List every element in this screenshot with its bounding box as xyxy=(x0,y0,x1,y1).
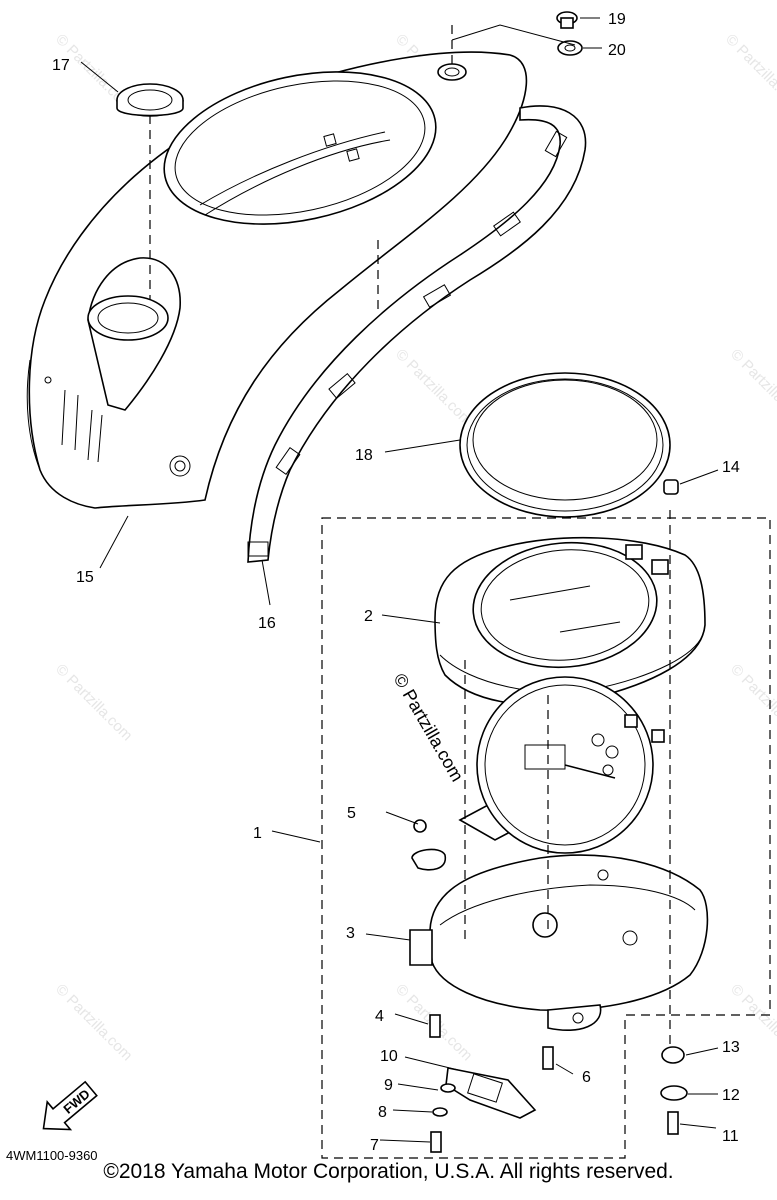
meter-cover-part xyxy=(26,51,528,509)
callout-label: 15 xyxy=(76,569,94,586)
grommet-14 xyxy=(663,479,679,495)
screw-11 xyxy=(667,1111,679,1135)
callout-label: 8 xyxy=(378,1104,387,1121)
screw-5 xyxy=(413,819,427,833)
alignment-lines xyxy=(149,24,671,1050)
watermark-tile: © Partzilla.com xyxy=(722,31,777,114)
fwd-arrow-icon: FWD xyxy=(42,1080,98,1131)
callout-label: 20 xyxy=(608,42,626,59)
diagram-code: 4WM1100-9360 xyxy=(6,1148,98,1163)
callout-label: 17 xyxy=(52,57,70,74)
bolt-19 xyxy=(556,11,578,29)
callout-label: 3 xyxy=(346,925,355,942)
callout-label: 11 xyxy=(722,1128,739,1145)
callout-label: 18 xyxy=(355,447,373,464)
grommet-17 xyxy=(116,83,184,117)
washer-12 xyxy=(660,1085,688,1101)
callout-label: 9 xyxy=(384,1077,393,1094)
grommet-13 xyxy=(661,1046,685,1064)
trim-strip-part xyxy=(247,105,587,563)
callout-label: 2 xyxy=(364,608,373,625)
callout-label: 5 xyxy=(347,805,356,822)
watermark-tile: © Partzilla.com xyxy=(52,981,135,1064)
ring-18 xyxy=(459,372,671,518)
meter-case-bottom xyxy=(409,854,709,1032)
callout-label: 12 xyxy=(722,1087,740,1104)
callouts: 1 2 3 4 5 6 7 8 9 10 11 12 13 14 15 16 1… xyxy=(52,11,740,1154)
callout-label: 7 xyxy=(370,1137,379,1154)
screw-6 xyxy=(542,1046,554,1070)
screw-4 xyxy=(429,1014,441,1038)
washer-8 xyxy=(432,1107,448,1117)
leader-lines xyxy=(80,17,719,1143)
assembly-1-box xyxy=(321,517,771,1159)
callout-label: 4 xyxy=(375,1008,384,1025)
callout-label: 10 xyxy=(380,1048,398,1065)
callout-label: 14 xyxy=(722,459,740,476)
watermark-tile: © Partzilla.com xyxy=(392,346,475,429)
clamp-part xyxy=(411,848,446,871)
callout-label: 6 xyxy=(582,1069,591,1086)
bracket-10 xyxy=(445,1067,537,1119)
meter-case-top xyxy=(434,536,706,706)
callout-label: 1 xyxy=(253,825,262,842)
washer-20 xyxy=(557,40,583,56)
washer-9 xyxy=(440,1083,456,1093)
gauge-unit xyxy=(458,676,665,854)
watermark-tile: © Partzilla.com xyxy=(727,346,777,429)
callout-label: 13 xyxy=(722,1039,740,1056)
copyright-text: ©2018 Yamaha Motor Corporation, U.S.A. A… xyxy=(103,1160,674,1183)
callout-label: 19 xyxy=(608,11,626,28)
callout-label: 16 xyxy=(258,615,276,632)
center-watermark: © Partzilla.com xyxy=(390,670,468,785)
screw-7 xyxy=(430,1131,442,1153)
watermark-tile: © Partzilla.com xyxy=(52,661,135,744)
